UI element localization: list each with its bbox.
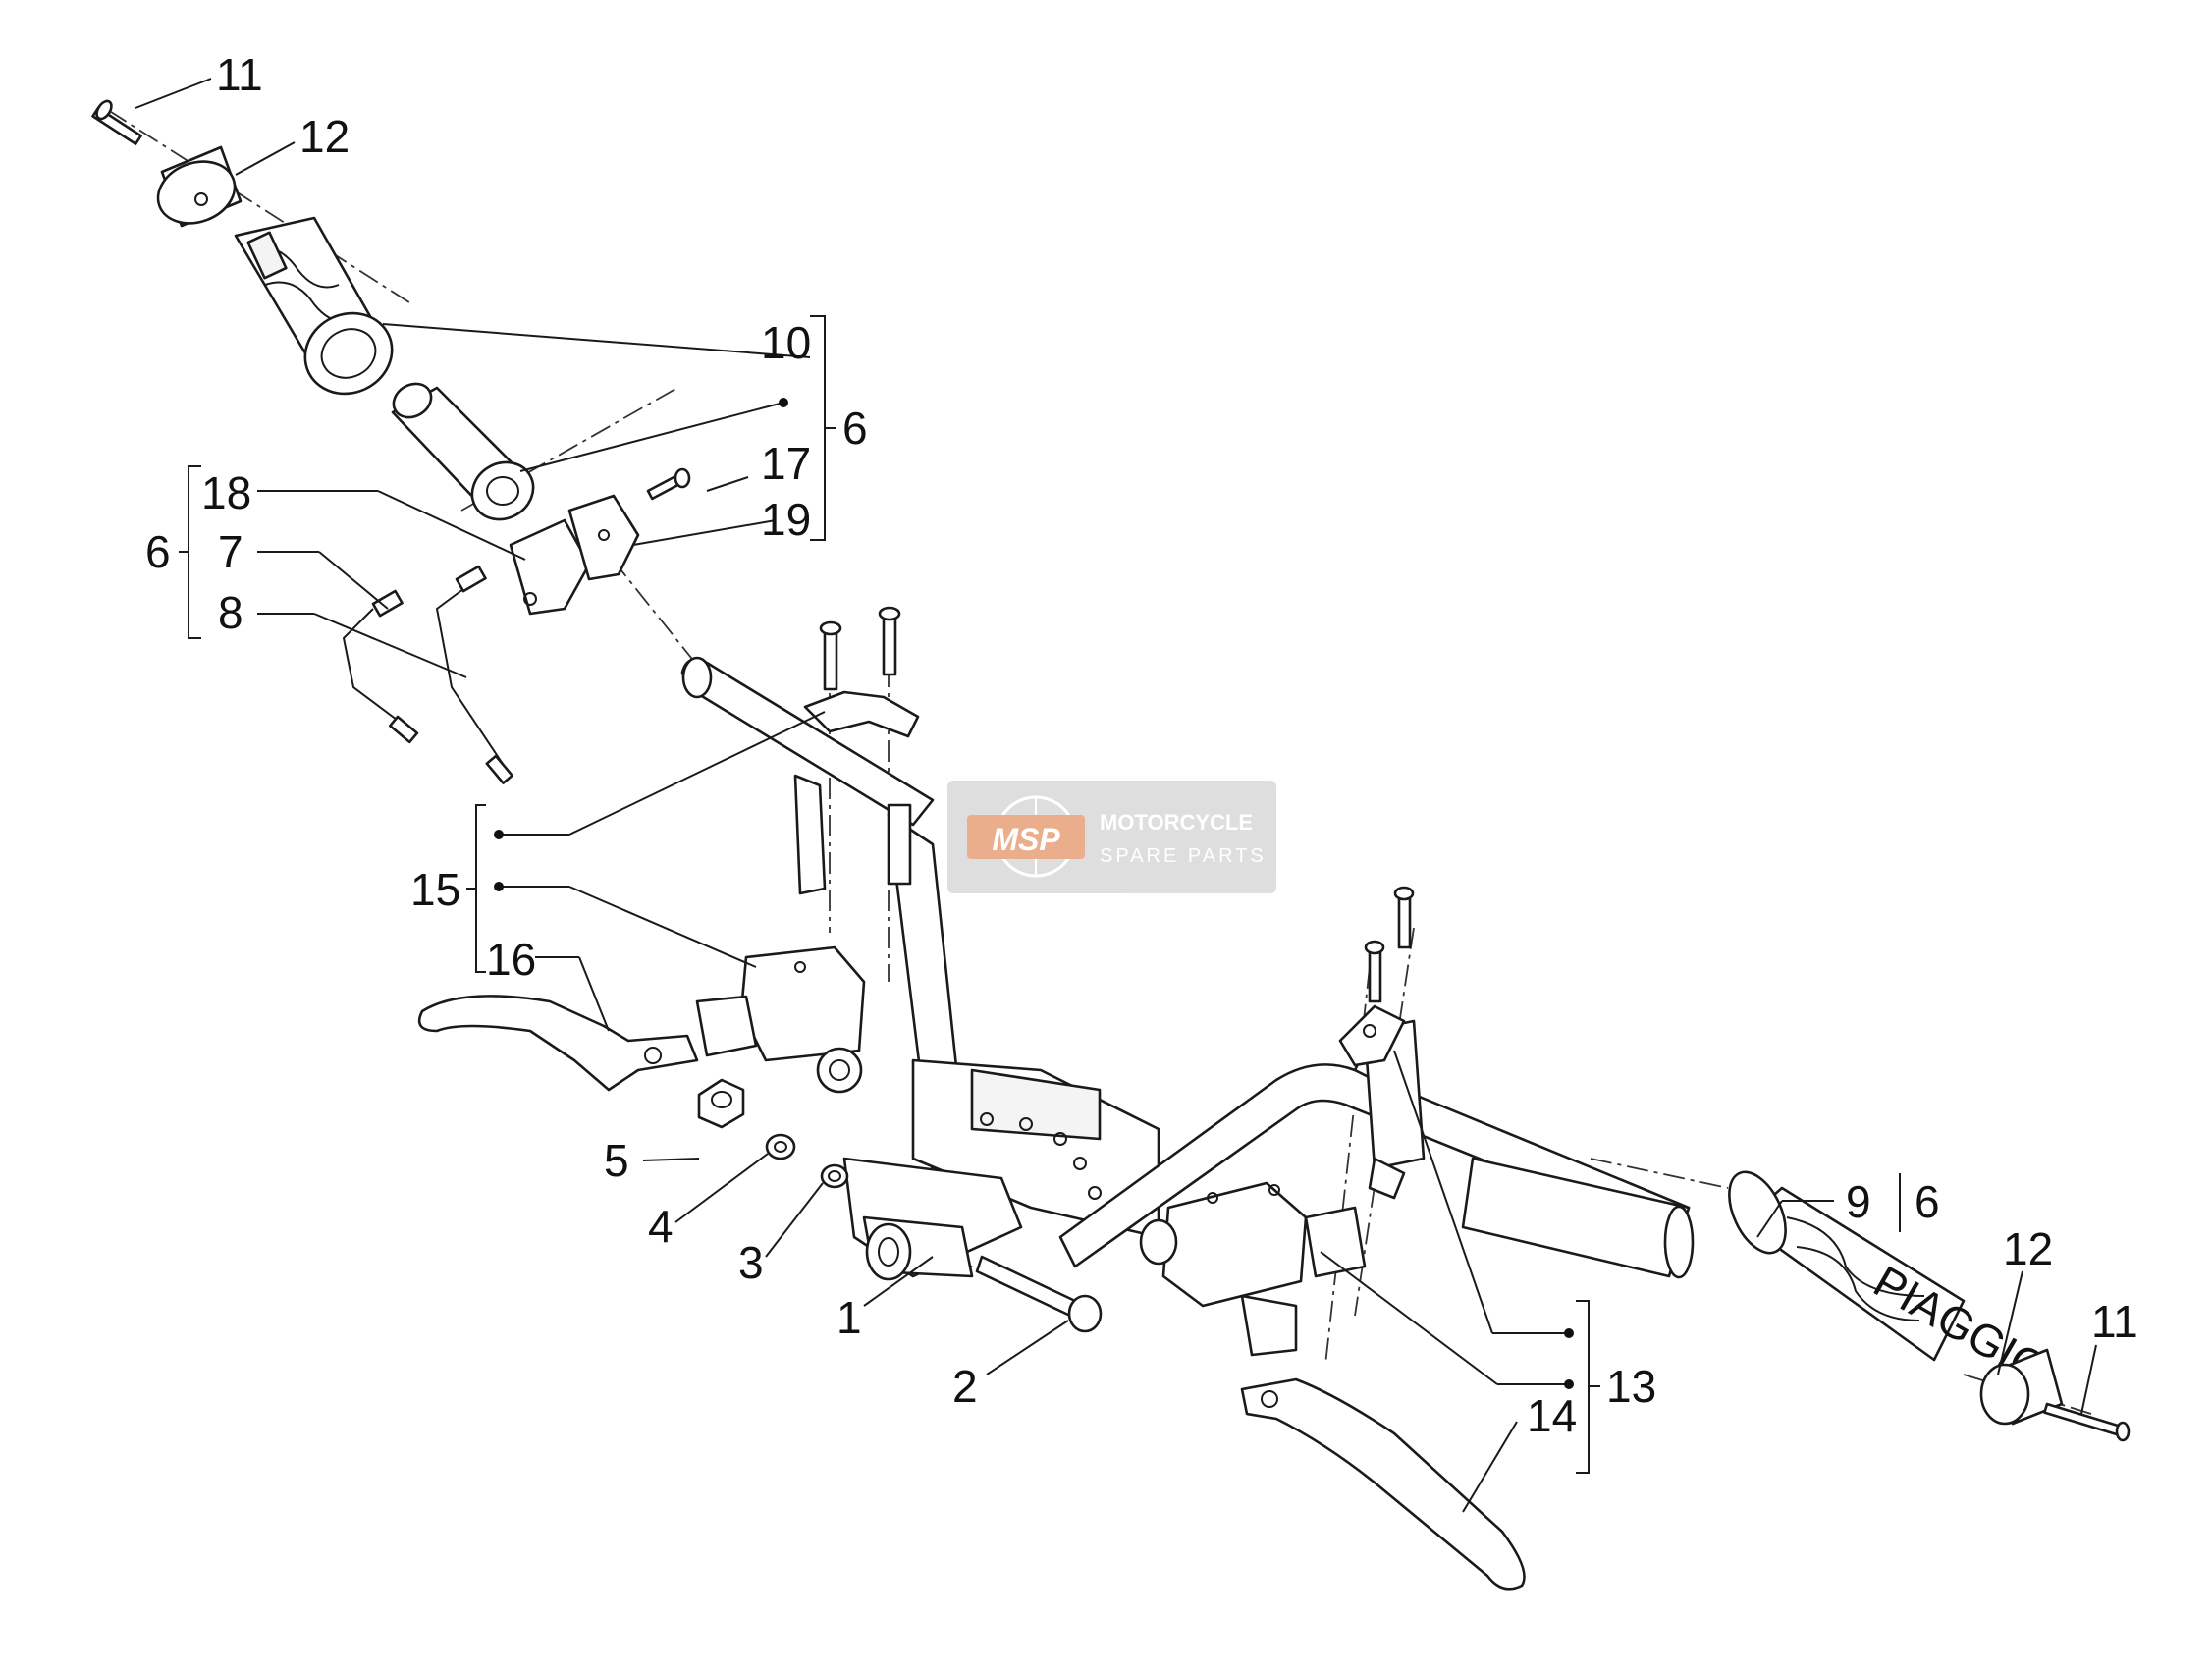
bar-end-bolt-left [91, 99, 142, 146]
callout-12-left: 12 [299, 111, 350, 162]
callout-7: 7 [218, 526, 243, 577]
throttle-cables [342, 565, 514, 784]
callout-13: 13 [1606, 1361, 1656, 1412]
callout-5: 5 [604, 1135, 629, 1186]
callout-labels: 11 12 10 6 17 19 18 6 7 8 15 16 5 4 3 1 … [145, 49, 2138, 1441]
callout-17: 17 [761, 438, 811, 489]
bar-end-bolt-right [2043, 1402, 2131, 1442]
callout-4: 4 [648, 1201, 674, 1252]
throttle-tube [391, 382, 535, 521]
callout-19: 19 [761, 494, 811, 545]
center-small-parts [697, 1078, 1103, 1333]
callout-16: 16 [486, 934, 536, 985]
callout-1: 1 [836, 1292, 862, 1343]
callout-11-right: 11 [2091, 1296, 2138, 1347]
handlebar-frame [680, 656, 1695, 1281]
bar-end-weight-left [156, 145, 243, 228]
watermark-logo-text: MSP [992, 822, 1060, 857]
throttle-screw [646, 467, 691, 501]
right-brake-assembly [1139, 886, 1526, 1591]
left-clamp [803, 606, 920, 738]
watermark-line1: MOTORCYCLE [1100, 810, 1253, 835]
callout-2: 2 [952, 1361, 978, 1412]
callout-10: 10 [761, 317, 811, 368]
left-grip [234, 216, 394, 396]
leader-dots [494, 398, 1574, 1389]
leader-lines [135, 78, 2097, 1513]
callout-3: 3 [738, 1237, 764, 1288]
right-grip: PIAGGIO [1728, 1170, 2056, 1395]
msp-watermark: MSP MOTORCYCLE SPARE PARTS [947, 781, 1276, 893]
callout-6-right: 6 [1915, 1176, 1940, 1227]
watermark-background [947, 781, 1276, 893]
callout-6-top: 6 [842, 403, 868, 454]
group-brackets [179, 315, 1901, 1474]
left-brake-assembly [417, 945, 866, 1094]
callout-8: 8 [218, 587, 243, 638]
callout-14: 14 [1527, 1390, 1577, 1441]
left-grip-assembly [91, 99, 691, 784]
watermark-logo-badge [967, 815, 1085, 859]
callout-18: 18 [201, 467, 251, 518]
throttle-housing [509, 494, 640, 616]
callout-11-left: 11 [216, 49, 263, 100]
callout-12-right: 12 [2003, 1223, 2053, 1274]
callout-9: 9 [1846, 1176, 1871, 1227]
callout-6-left: 6 [145, 526, 171, 577]
watermark-line2: SPARE PARTS [1100, 845, 1267, 867]
callout-15: 15 [410, 864, 460, 915]
